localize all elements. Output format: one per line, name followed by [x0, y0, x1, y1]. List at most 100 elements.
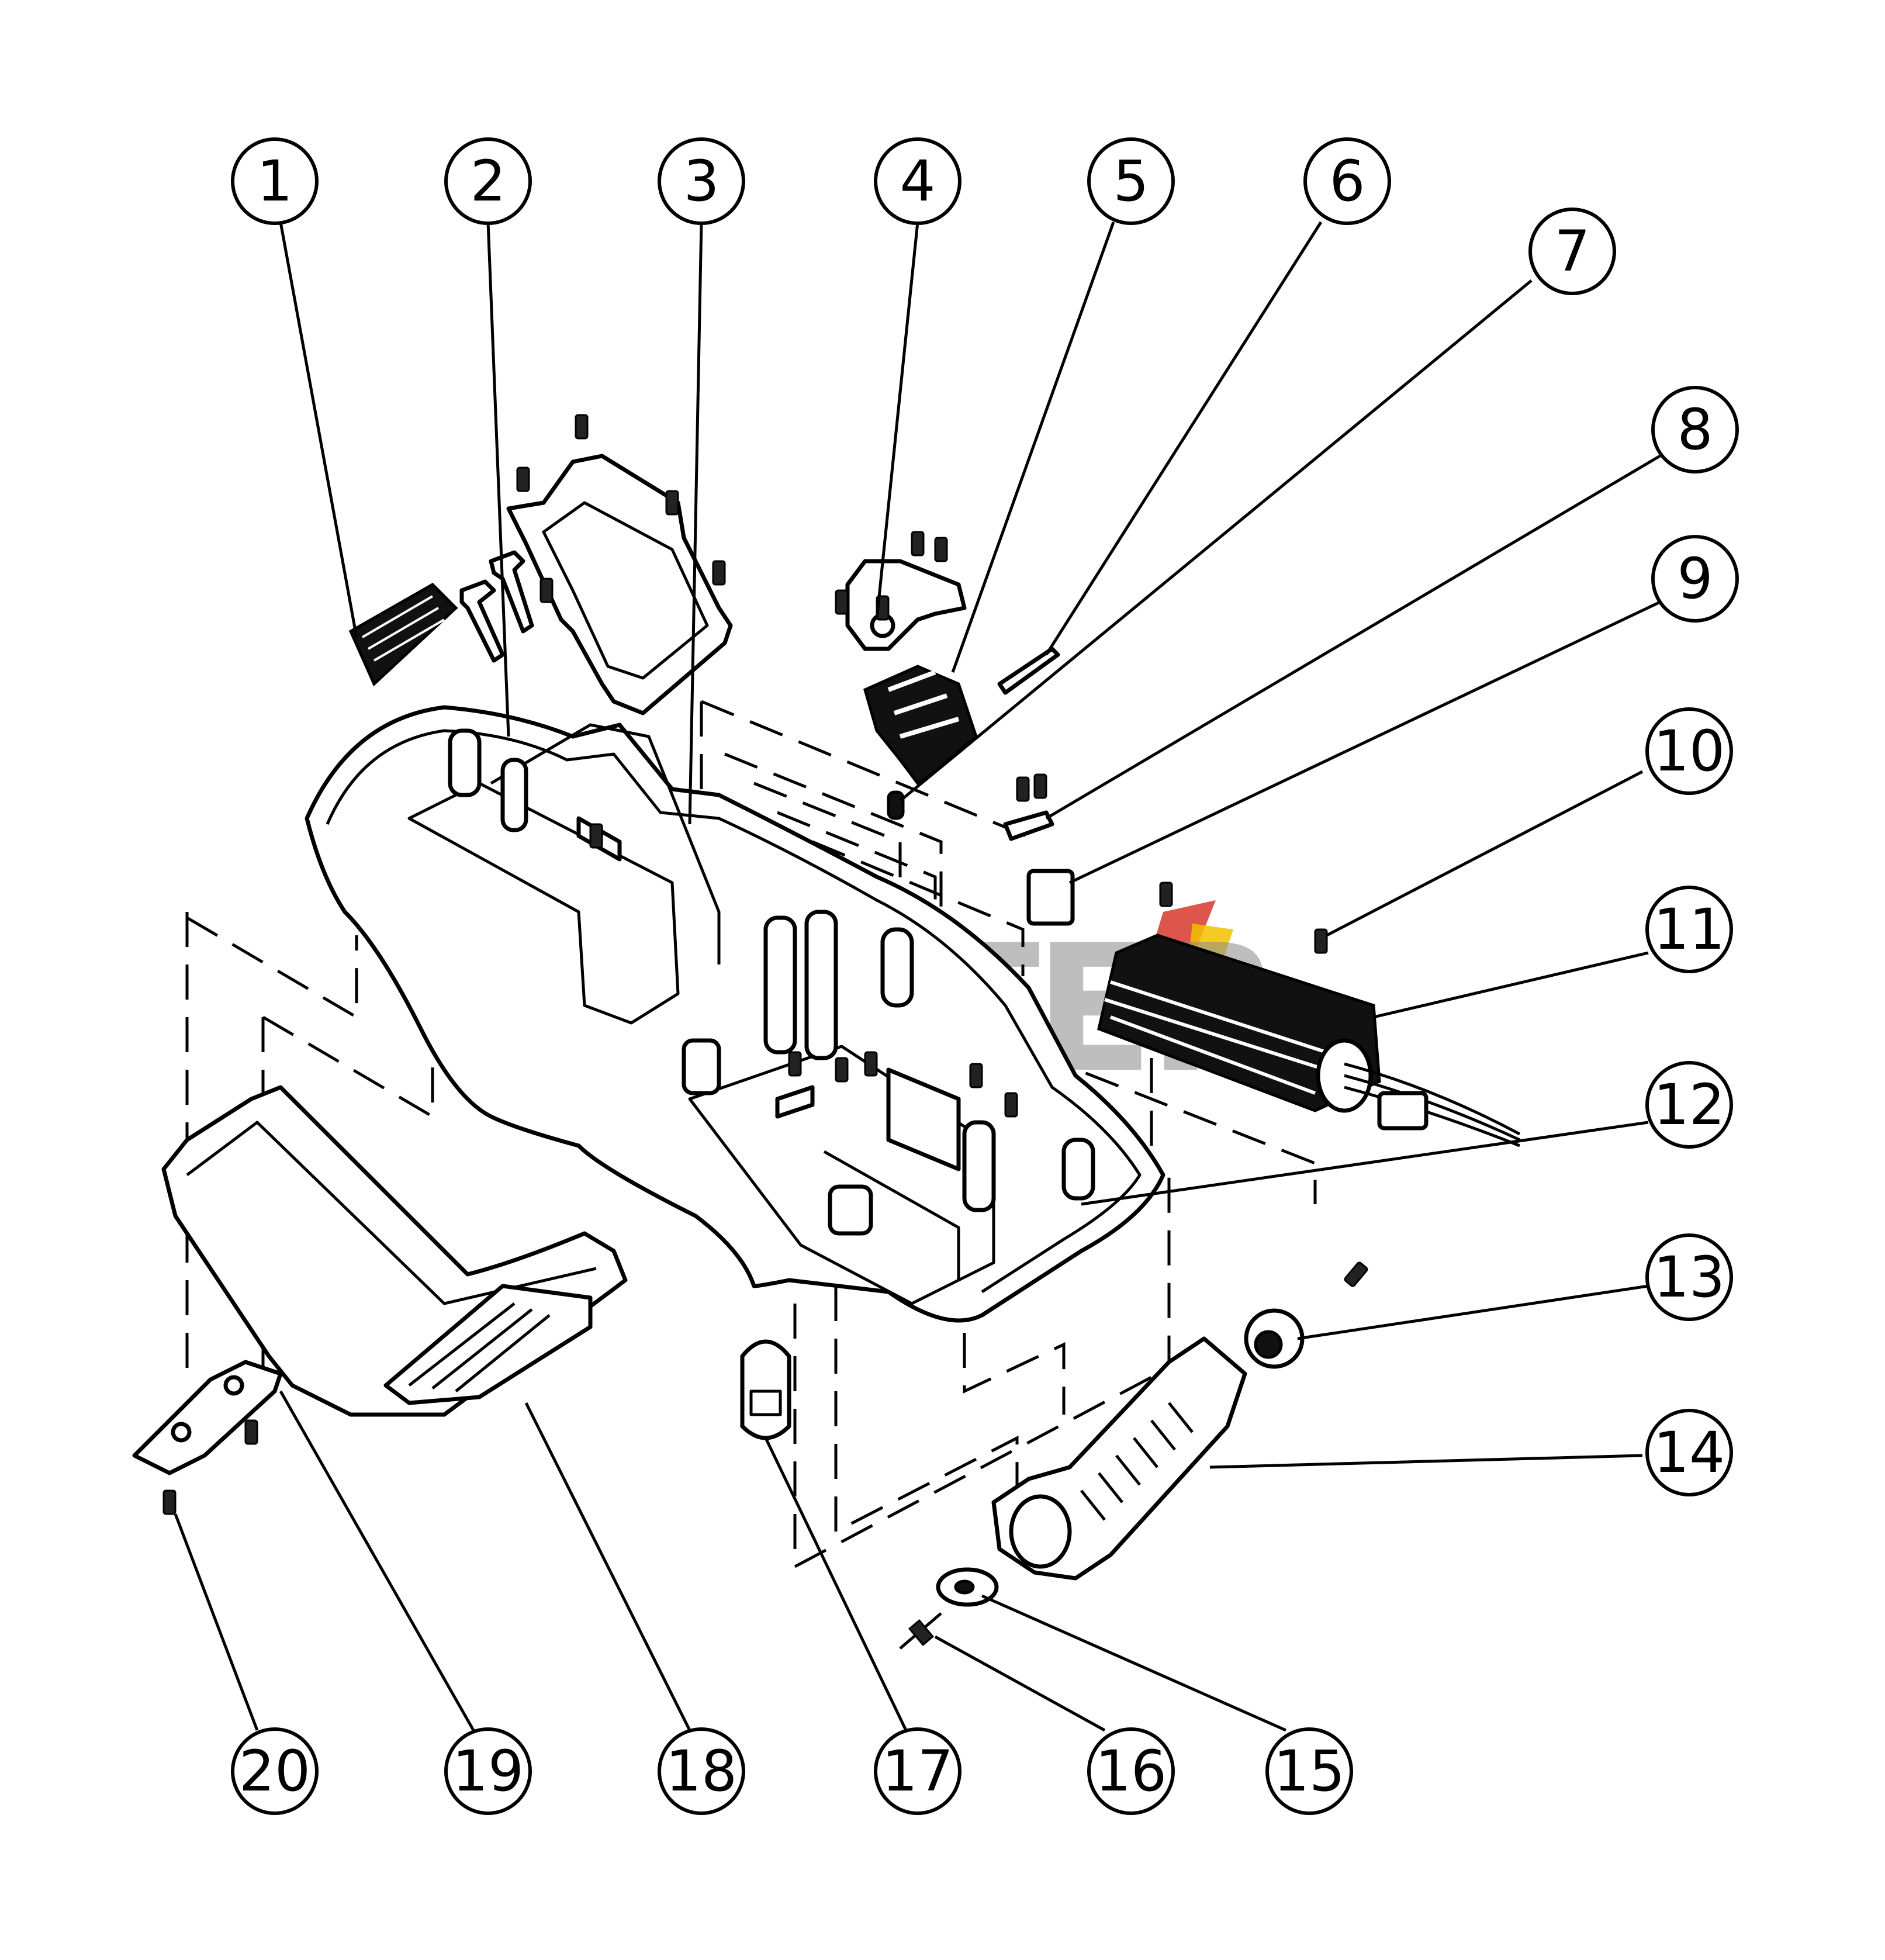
- part-9-switch: [1026, 869, 1075, 926]
- callout-18-circle: [658, 1727, 745, 1815]
- callout-10: 10: [1645, 707, 1733, 795]
- screw: [665, 490, 679, 516]
- part-12-connector: [1377, 1091, 1429, 1131]
- main-frame-inner-rim: [326, 729, 1142, 1294]
- frame-post-1: [448, 728, 482, 797]
- part-20-shape: [132, 1360, 283, 1475]
- callout-14-circle: [1645, 1409, 1733, 1496]
- guide-line-right-1: [987, 1033, 1317, 1204]
- leader-line-6: [1044, 221, 1323, 656]
- callout-4: 4: [874, 137, 961, 225]
- main-frame-bay-2: [823, 1150, 960, 1280]
- screw: [1159, 882, 1173, 907]
- callout-2-label: 2: [470, 148, 506, 214]
- callout-7: 7: [1528, 208, 1616, 295]
- callout-9-circle: [1651, 535, 1739, 623]
- leader-line-7: [899, 279, 1533, 802]
- part-17-inner: [749, 1389, 782, 1416]
- screw: [589, 823, 603, 849]
- callout-1: 1: [231, 137, 319, 225]
- part-9-shape: [1026, 869, 1075, 926]
- callout-2: 2: [444, 137, 532, 225]
- part-12-wires: [1344, 1062, 1521, 1147]
- callout-3-label: 3: [683, 148, 719, 214]
- screw: [575, 414, 589, 440]
- frame-post-7: [1061, 1138, 1095, 1201]
- leader-line-1: [279, 222, 358, 638]
- screw: [1033, 773, 1047, 799]
- guide-line-top-2: [701, 700, 1041, 844]
- part-14-ribs: [1080, 1402, 1194, 1521]
- guide-line-left-4: [262, 1015, 434, 1119]
- callout-5-label: 5: [1113, 148, 1149, 214]
- part-7-pin: [887, 790, 905, 820]
- callouts: 1 2 3 4 5 6 7 8: [231, 137, 1739, 1815]
- callout-14: 14: [1645, 1409, 1733, 1496]
- callout-17-circle: [874, 1727, 961, 1815]
- part-17-latch: [740, 1339, 791, 1440]
- part-12-wire-3: [1344, 1086, 1520, 1147]
- part-8-shape: [1003, 810, 1054, 841]
- callout-3: 3: [658, 137, 745, 225]
- callout-1-label: 1: [257, 148, 292, 214]
- callout-13-label: 13: [1654, 1245, 1725, 1310]
- callout-16-circle: [1087, 1727, 1175, 1815]
- callout-6: 6: [1303, 137, 1391, 225]
- callout-5-circle: [1087, 137, 1175, 225]
- part-12-wire-2: [1344, 1074, 1521, 1142]
- frame-post-9: [682, 1038, 721, 1095]
- callout-16-label: 16: [1095, 1738, 1167, 1804]
- screw: [934, 537, 948, 562]
- callout-20-circle: [231, 1727, 319, 1815]
- frame-tab-2: [775, 1085, 815, 1119]
- screw: [911, 531, 925, 556]
- leader-line-18: [524, 1402, 691, 1731]
- callout-10-circle: [1645, 707, 1733, 795]
- part-5-shield: [863, 665, 978, 786]
- callout-12-label: 12: [1654, 1072, 1725, 1138]
- leader-line-20: [174, 1513, 259, 1731]
- screw: [1004, 1092, 1018, 1118]
- screw: [969, 1063, 983, 1088]
- callout-6-label: 6: [1329, 148, 1365, 214]
- leader-line-5: [951, 222, 1115, 673]
- part-2-clip-b: [489, 550, 534, 634]
- part-16-screw: [899, 1612, 942, 1650]
- callout-18: 18: [658, 1727, 745, 1815]
- callout-9: 9: [1651, 535, 1739, 623]
- frame-post-2: [500, 758, 528, 832]
- part-18-footplate: [383, 1284, 593, 1405]
- callout-19-circle: [444, 1727, 532, 1815]
- callout-10-label: 10: [1654, 718, 1725, 784]
- callout-4-label: 4: [900, 148, 935, 214]
- main-frame-bay: [688, 1045, 995, 1305]
- part-19-inner: [186, 1121, 597, 1305]
- callout-7-label: 7: [1554, 219, 1590, 284]
- part-14-grip: [991, 1336, 1247, 1581]
- part-20-boss-2: [223, 1375, 244, 1396]
- screw: [835, 589, 849, 615]
- leader-line-19: [279, 1390, 475, 1731]
- frame-post-6: [962, 1120, 996, 1212]
- frame-post-5: [880, 927, 914, 1008]
- part-12-wire-1: [1344, 1062, 1521, 1136]
- callout-12: 12: [1645, 1061, 1733, 1149]
- leader-line-11: [1373, 951, 1649, 1019]
- leader-line-17: [764, 1437, 908, 1731]
- guide-line-top-6: [812, 840, 1025, 976]
- frame-post-3: [763, 915, 797, 1055]
- screw: [788, 1051, 802, 1077]
- callout-11-label: 11: [1654, 897, 1725, 962]
- leader-line-14: [1209, 1454, 1643, 1469]
- part-20-hinge-plate: [132, 1360, 283, 1475]
- callout-7-circle: [1528, 208, 1616, 295]
- screw: [1344, 1261, 1368, 1287]
- callout-17: 17: [874, 1727, 961, 1815]
- leader-line-16: [934, 1635, 1106, 1732]
- part-7-shape: [887, 790, 905, 820]
- callout-20-label: 20: [239, 1738, 310, 1804]
- part-6-rod: [997, 647, 1060, 695]
- part-6-shape: [997, 647, 1060, 695]
- callout-19: 19: [444, 1727, 532, 1815]
